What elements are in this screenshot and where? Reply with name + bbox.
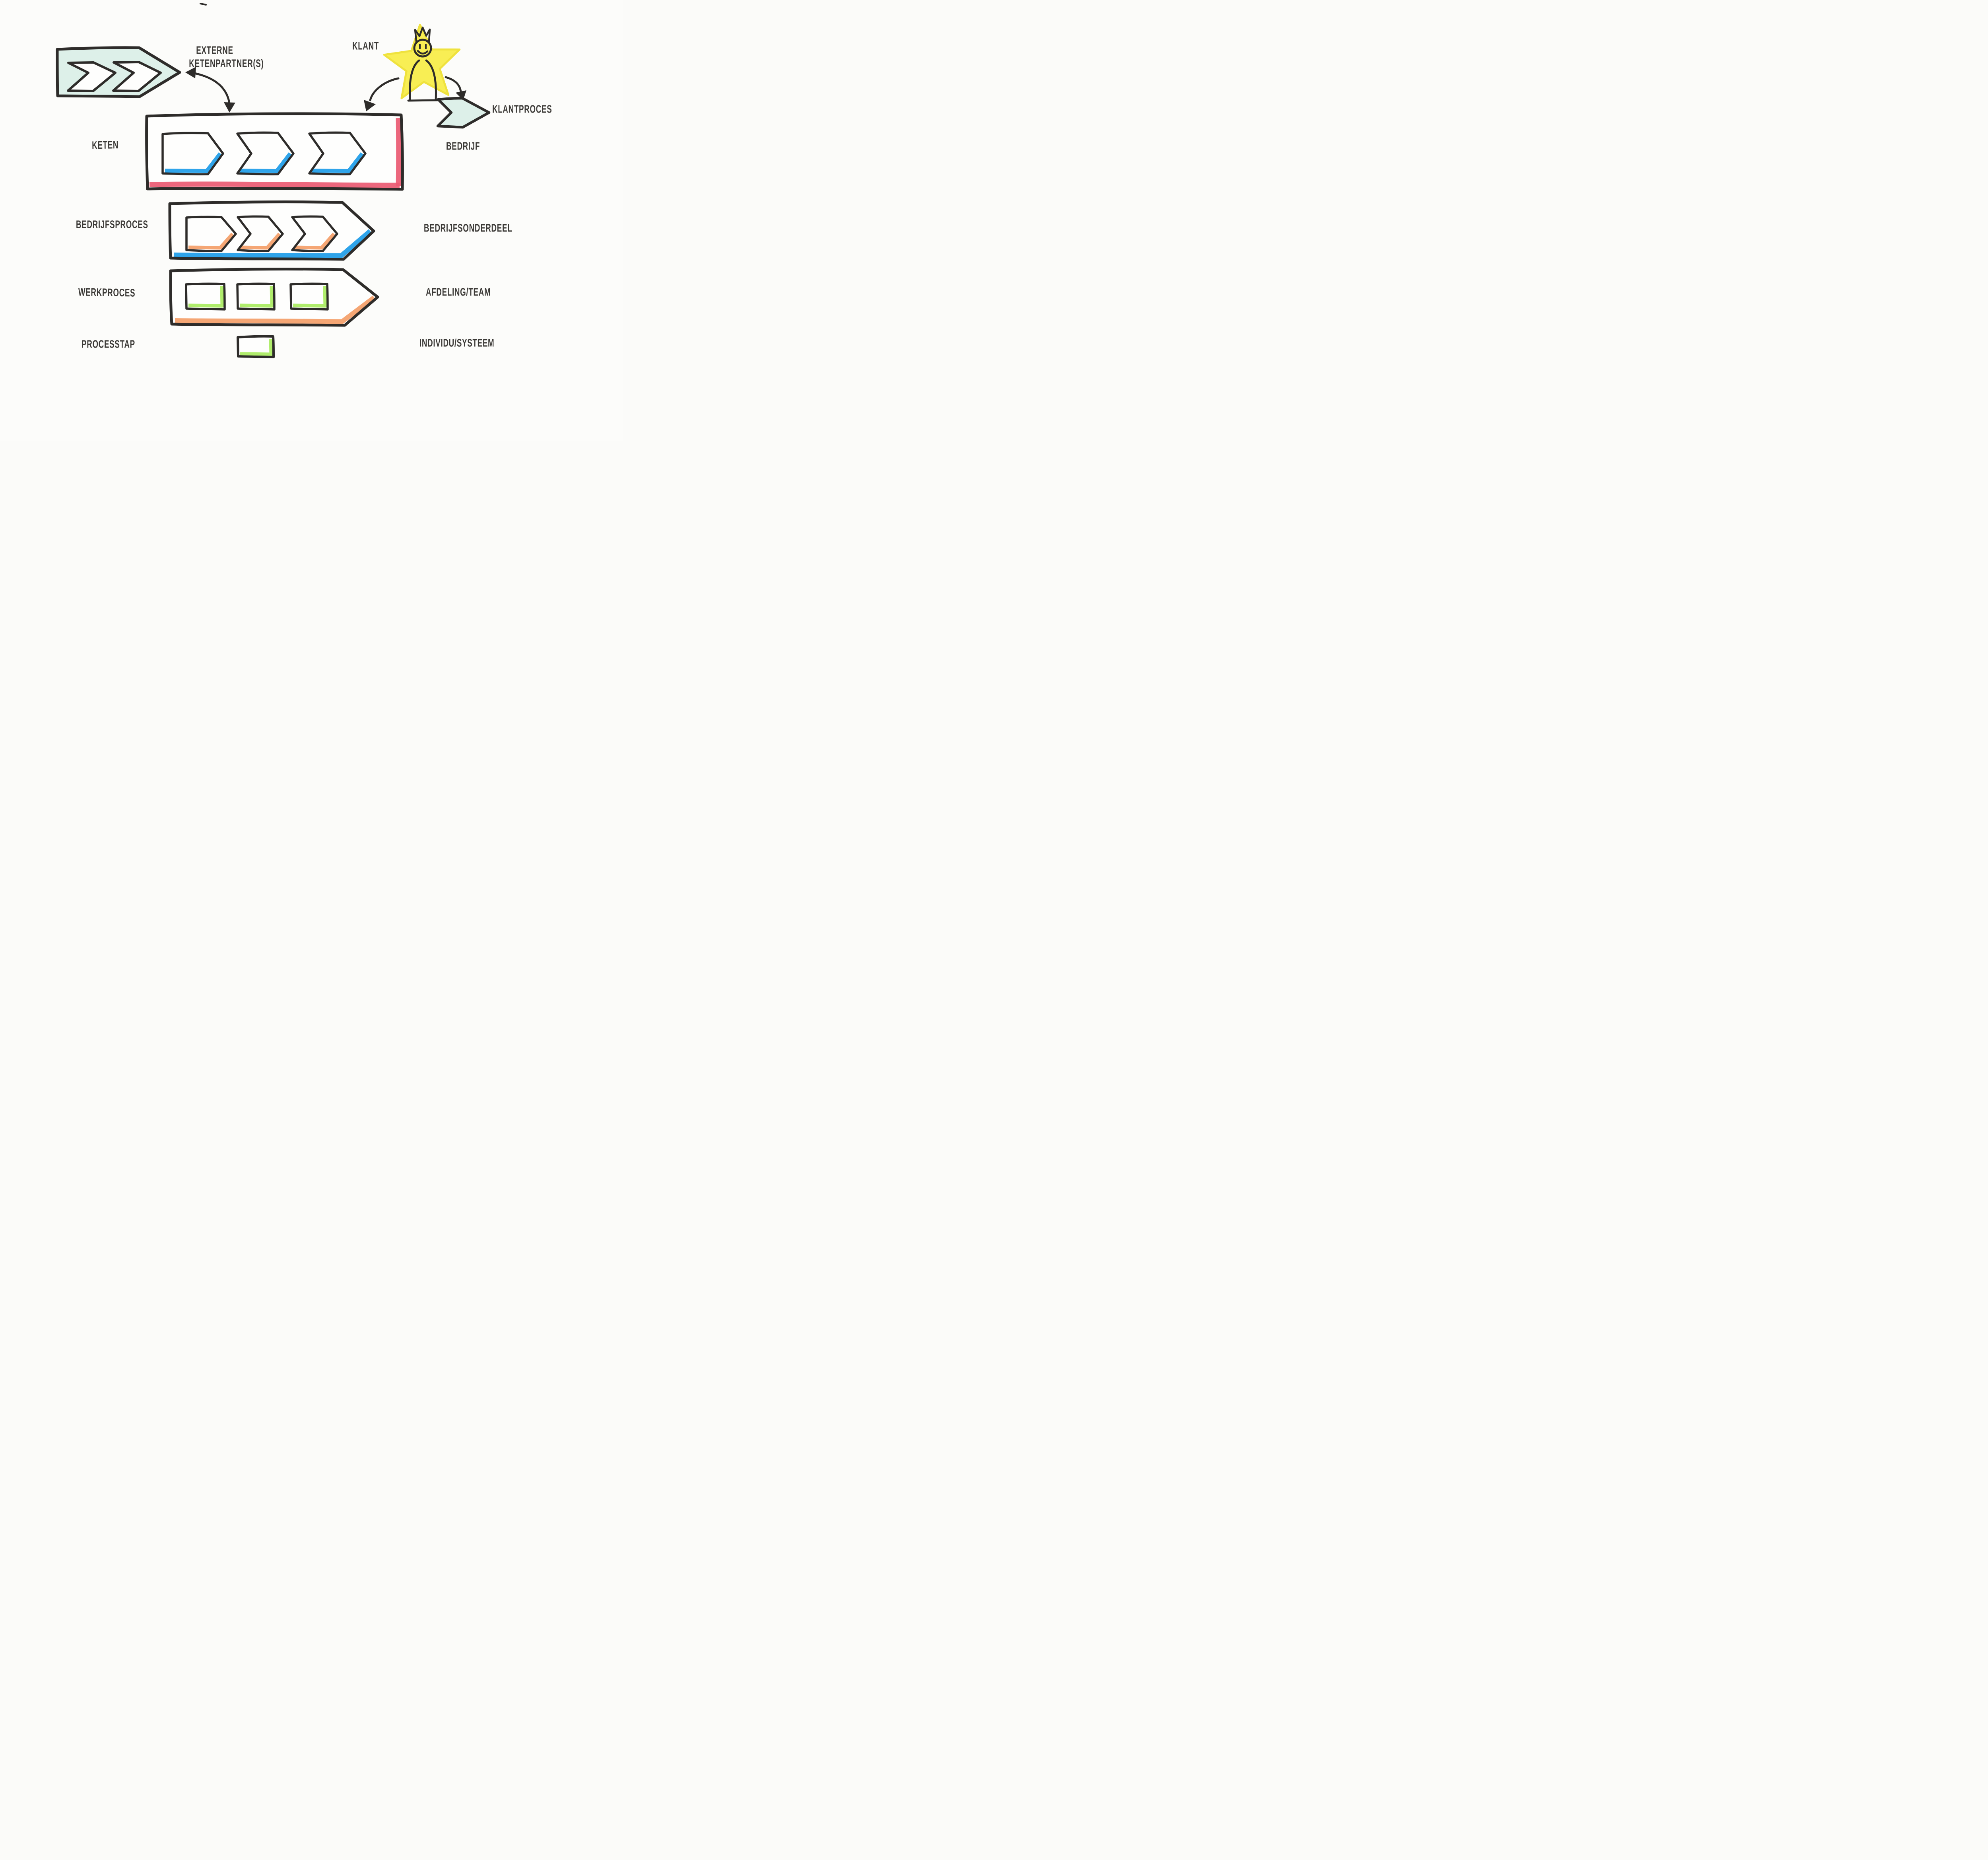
externe-label-line2: KETENPARTNER(S) — [189, 56, 264, 70]
chevron-cutout-1-outline — [67, 61, 116, 92]
customer-figure — [407, 26, 439, 102]
bedrijf-label: BEDRIJF — [446, 140, 480, 152]
bp-chevron-2-outline — [237, 215, 284, 253]
processtap-outline — [237, 335, 275, 358]
processtap-green-marker — [240, 338, 273, 356]
keten-chevron-3-blue-marker — [311, 152, 364, 173]
figure-body-bottom — [407, 99, 439, 102]
klantproces-chevron-outline — [436, 97, 491, 129]
chevron-cutout-1 — [68, 62, 115, 91]
klant-label: KLANT — [352, 39, 379, 52]
chevron-cutout-2-outline — [112, 61, 162, 92]
wp-step-3-fill — [291, 284, 328, 309]
arrowhead-down-icon — [224, 102, 235, 113]
bp-chevron-2-orange-marker — [239, 233, 281, 250]
keten-red-bottom-marker — [149, 181, 400, 188]
bedrijfsonderdeel-label: BEDRIJFSONDERDEEL — [424, 222, 513, 234]
crown-icon — [414, 26, 431, 43]
klantproces-chevron-body — [438, 98, 489, 127]
wp-step-3-green-marker — [293, 286, 327, 308]
figure-head — [413, 39, 432, 58]
bedrijfsproces-outline — [168, 200, 375, 261]
connector-curve — [445, 76, 462, 93]
werkproces-orange-marker — [175, 295, 376, 324]
keten-chevron-3-fill — [309, 132, 365, 175]
externe-ketenpartners-label: EXTERNE KETENPARTNER(S) — [189, 44, 264, 70]
werkproces-arrow — [169, 268, 379, 327]
wp-step-3-outline — [289, 282, 329, 311]
figure-smile — [417, 50, 429, 54]
keten-chevron-2-outline — [236, 131, 295, 176]
werkproces-label: WERKPROCES — [78, 286, 136, 299]
bedrijfsproces-label: BEDRIJFSPROCES — [76, 218, 148, 231]
keten-chevron-1-outline — [161, 132, 224, 176]
external-chain-arrow-outline — [56, 46, 181, 98]
star-shape — [383, 23, 461, 99]
keten-chevron-1-fill — [163, 133, 223, 175]
bp-chevron-1-outline — [185, 216, 237, 253]
arrowhead-left-icon — [185, 67, 196, 78]
wp-step-2-outline — [236, 282, 276, 311]
individu-systeem-label: INDIVIDU/SYSTEEM — [419, 336, 495, 349]
keten-chevron-3-outline — [308, 131, 367, 176]
keten-chevron-1-blue-marker — [165, 152, 222, 173]
klant-to-keten-arrow — [364, 77, 400, 111]
figure-body-right — [425, 59, 437, 101]
wp-step-2-fill — [237, 284, 274, 309]
processtap-fill — [238, 336, 274, 357]
wp-step-1-fill — [186, 284, 225, 309]
keten-box-outline — [145, 112, 404, 191]
keten-chevron-2-fill — [237, 132, 293, 175]
klantproces-chevron — [436, 97, 491, 129]
wp-step-1-green-marker — [188, 286, 224, 308]
bp-chevron-3-orange-marker — [294, 233, 336, 250]
arrowhead-down-icon — [364, 100, 376, 111]
externe-label-line1: EXTERNE — [196, 44, 233, 56]
werkproces-outline — [169, 268, 379, 327]
processtap-label: PROCESSTAP — [82, 338, 135, 350]
keten-box — [145, 112, 404, 191]
connector-curve — [369, 77, 400, 101]
external-to-keten-connector — [185, 67, 235, 113]
wp-step-2-green-marker — [239, 286, 274, 308]
whiteboard-sketch: EXTERNE KETENPARTNER(S) KLANT KLANTPROCE… — [0, 0, 623, 441]
process-hierarchy-diagram — [56, 3, 491, 358]
keten-label: KETEN — [92, 138, 119, 152]
connector-curve — [193, 72, 231, 105]
bp-chevron-3-outline — [291, 215, 338, 253]
external-chain-arrow — [56, 46, 181, 98]
customer-star — [383, 23, 461, 99]
bp-chevron-1-orange-marker — [188, 233, 234, 250]
afdeling-team-label: AFDELING/TEAM — [426, 286, 491, 298]
keten-red-right-marker — [396, 118, 402, 187]
chevron-cutout-2 — [113, 62, 161, 91]
klantproces-label: KLANTPROCES — [492, 103, 552, 115]
wp-step-1-outline — [185, 282, 226, 311]
bedrijfsproces-blue-marker — [173, 229, 372, 258]
keten-chevron-2-blue-marker — [239, 152, 292, 173]
bedrijfsproces-arrow — [168, 200, 375, 261]
figure-body-left — [409, 59, 420, 101]
scan-artifact-dash — [200, 3, 207, 6]
processtap-box — [237, 335, 275, 358]
klant-to-klantproces-arrow — [445, 76, 466, 100]
